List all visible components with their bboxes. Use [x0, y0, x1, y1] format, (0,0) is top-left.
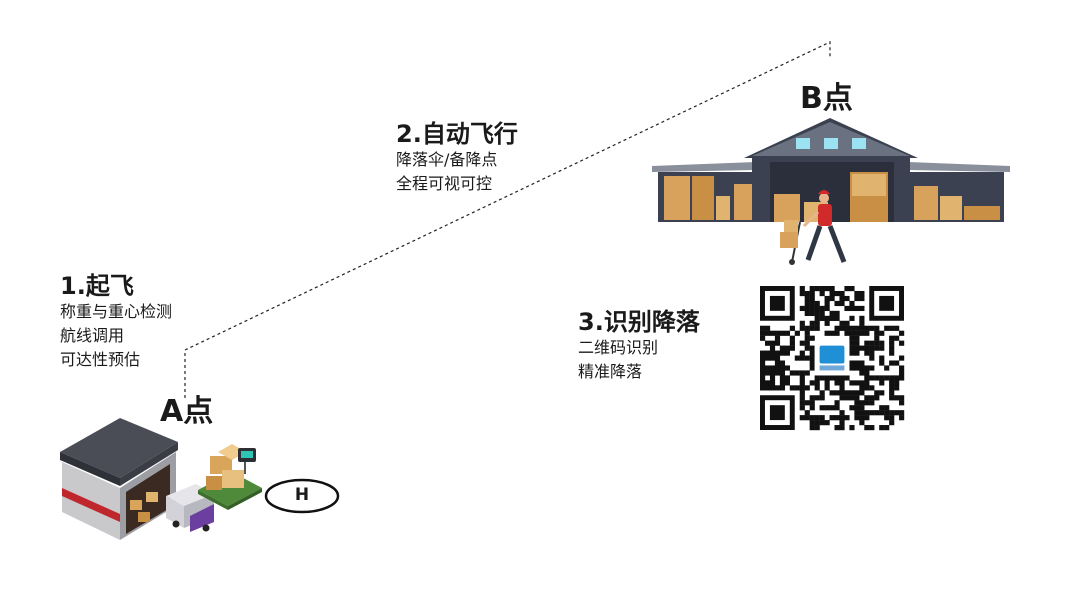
- step-takeoff-line: 可达性预估: [60, 350, 141, 369]
- step-auto-flight-line: 全程可视可控: [396, 174, 493, 193]
- step-takeoff-title: 1.起飞: [60, 272, 134, 300]
- warehouse-a-icon: [60, 418, 214, 540]
- step-auto-flight: 2.自动飞行 降落伞/备降点 全程可视可控: [396, 120, 518, 196]
- point-a-label: A点: [160, 394, 214, 429]
- warehouse-b-icon: [652, 118, 1010, 265]
- point-b-label: B点: [800, 81, 853, 116]
- step-landing-line: 精准降落: [578, 362, 643, 381]
- step-landing: 3.识别降落 二维码识别 精准降落: [578, 308, 700, 384]
- qr-code-icon: [760, 286, 905, 431]
- step-takeoff-line: 称重与重心检测: [60, 302, 173, 321]
- worker-icon: [780, 190, 847, 265]
- step-auto-flight-title: 2.自动飞行: [396, 120, 518, 148]
- flight-path: [184, 41, 831, 398]
- step-landing-line: 二维码识别: [578, 338, 659, 357]
- helipad-label: H: [294, 485, 310, 505]
- step-takeoff-line: 航线调用: [60, 326, 125, 345]
- helipad-icon: [264, 478, 340, 514]
- step-auto-flight-line: 降落伞/备降点: [396, 150, 498, 169]
- step-landing-title: 3.识别降落: [578, 308, 700, 336]
- weighing-scale-icon: [198, 444, 262, 510]
- step-takeoff: 1.起飞 称重与重心检测 航线调用 可达性预估: [60, 272, 172, 372]
